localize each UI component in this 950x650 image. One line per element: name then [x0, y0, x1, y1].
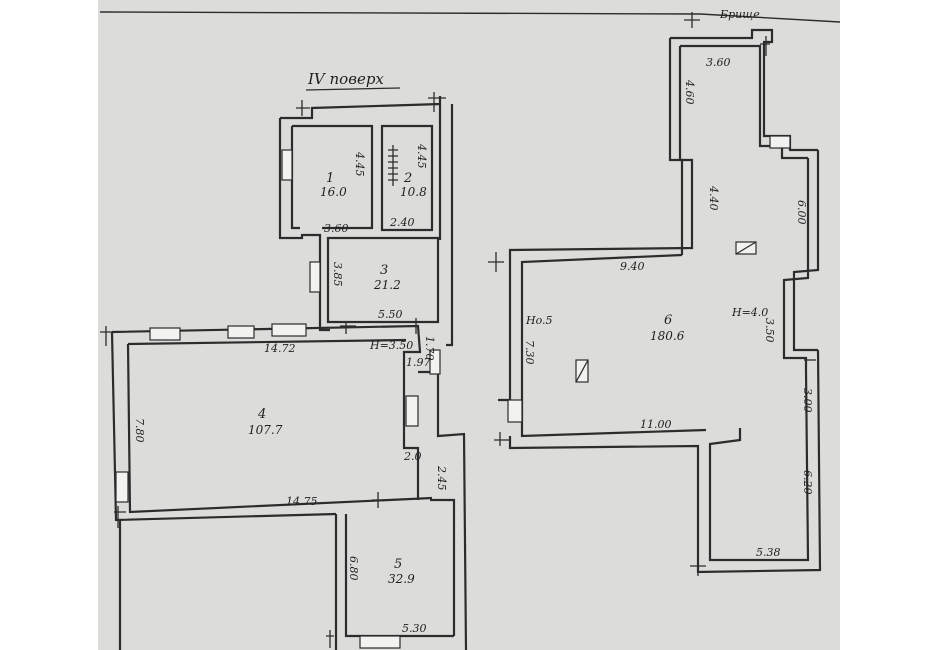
room-2-area: 10.8: [400, 185, 427, 199]
room-3-number: 3: [380, 263, 388, 278]
room-5-number: 5: [394, 557, 402, 572]
dim-room4-top: 14.72: [264, 342, 296, 355]
dim-room6-left: 7.30: [523, 340, 536, 365]
dim-room4-bottom: 14.75: [286, 495, 318, 508]
dim-room6-stair: 4.40: [707, 185, 720, 211]
right-block-windows: [507, 135, 791, 423]
dim-room3-height: 3.85: [331, 262, 344, 287]
junction-ticks: [100, 12, 816, 648]
dim-room4-b: 1.97: [406, 356, 431, 369]
dim-room6-top2: 9.40: [620, 260, 645, 273]
dim-room4-d: 2.45: [435, 465, 448, 491]
room-4-number: 4: [257, 407, 266, 422]
shaft-symbols: [575, 241, 757, 383]
dim-room2-width: 2.40: [389, 216, 415, 229]
dim-room3-width: 5.50: [378, 308, 403, 321]
dim-room6-ceiling-right: H=4.0: [731, 306, 768, 319]
room-3-area: 21.2: [373, 278, 401, 292]
room-5-area: 32.9: [388, 572, 415, 586]
dim-room4-ceiling: H=3.50: [369, 339, 413, 352]
left-block-windows: [115, 149, 441, 649]
dim-room6-topleft: 4.60: [683, 79, 696, 105]
dim-room1-width: 3.60: [324, 222, 349, 235]
dim-room5-height: 6.80: [347, 556, 360, 581]
dim-room2-height: 4.45: [415, 143, 428, 169]
floor-title: IV поверх: [307, 70, 384, 88]
room-2-number: 2: [403, 171, 412, 186]
dim-room6-right4: 6.20: [801, 470, 814, 495]
stair-symbol: [388, 145, 398, 186]
right-block-walls: [498, 28, 822, 574]
dim-room5-width: 5.30: [402, 622, 427, 635]
dim-room6-top: 3.60: [706, 56, 731, 69]
plan-sheet: [98, 0, 840, 650]
dim-room6-bottom2: 5.38: [756, 546, 781, 559]
dim-room4-height: 7.80: [133, 418, 146, 443]
dim-room6-right2: 3.50: [763, 318, 776, 343]
dim-room6-right3: 3.00: [801, 388, 814, 413]
room-1-number: 1: [326, 171, 334, 186]
room-4-area: 107.7: [248, 423, 283, 437]
room-6-number: 6: [664, 313, 672, 328]
room-6-area: 180.6: [650, 329, 685, 343]
dim-room6-ceiling-left: Нo.5: [525, 314, 553, 327]
sheet-top-edge: [99, 11, 841, 23]
dim-room6-bottom: 11.00: [640, 418, 672, 431]
room-1-area: 16.0: [320, 185, 347, 199]
dim-room6-right1: 6.00: [795, 200, 808, 225]
floor-title-underline: [305, 87, 401, 91]
dim-room1-height: 4.45: [353, 151, 366, 177]
dim-room4-a: 1.70: [423, 336, 436, 361]
dim-room4-c: 2.0: [403, 450, 422, 463]
corner-note: Брище: [719, 8, 760, 21]
